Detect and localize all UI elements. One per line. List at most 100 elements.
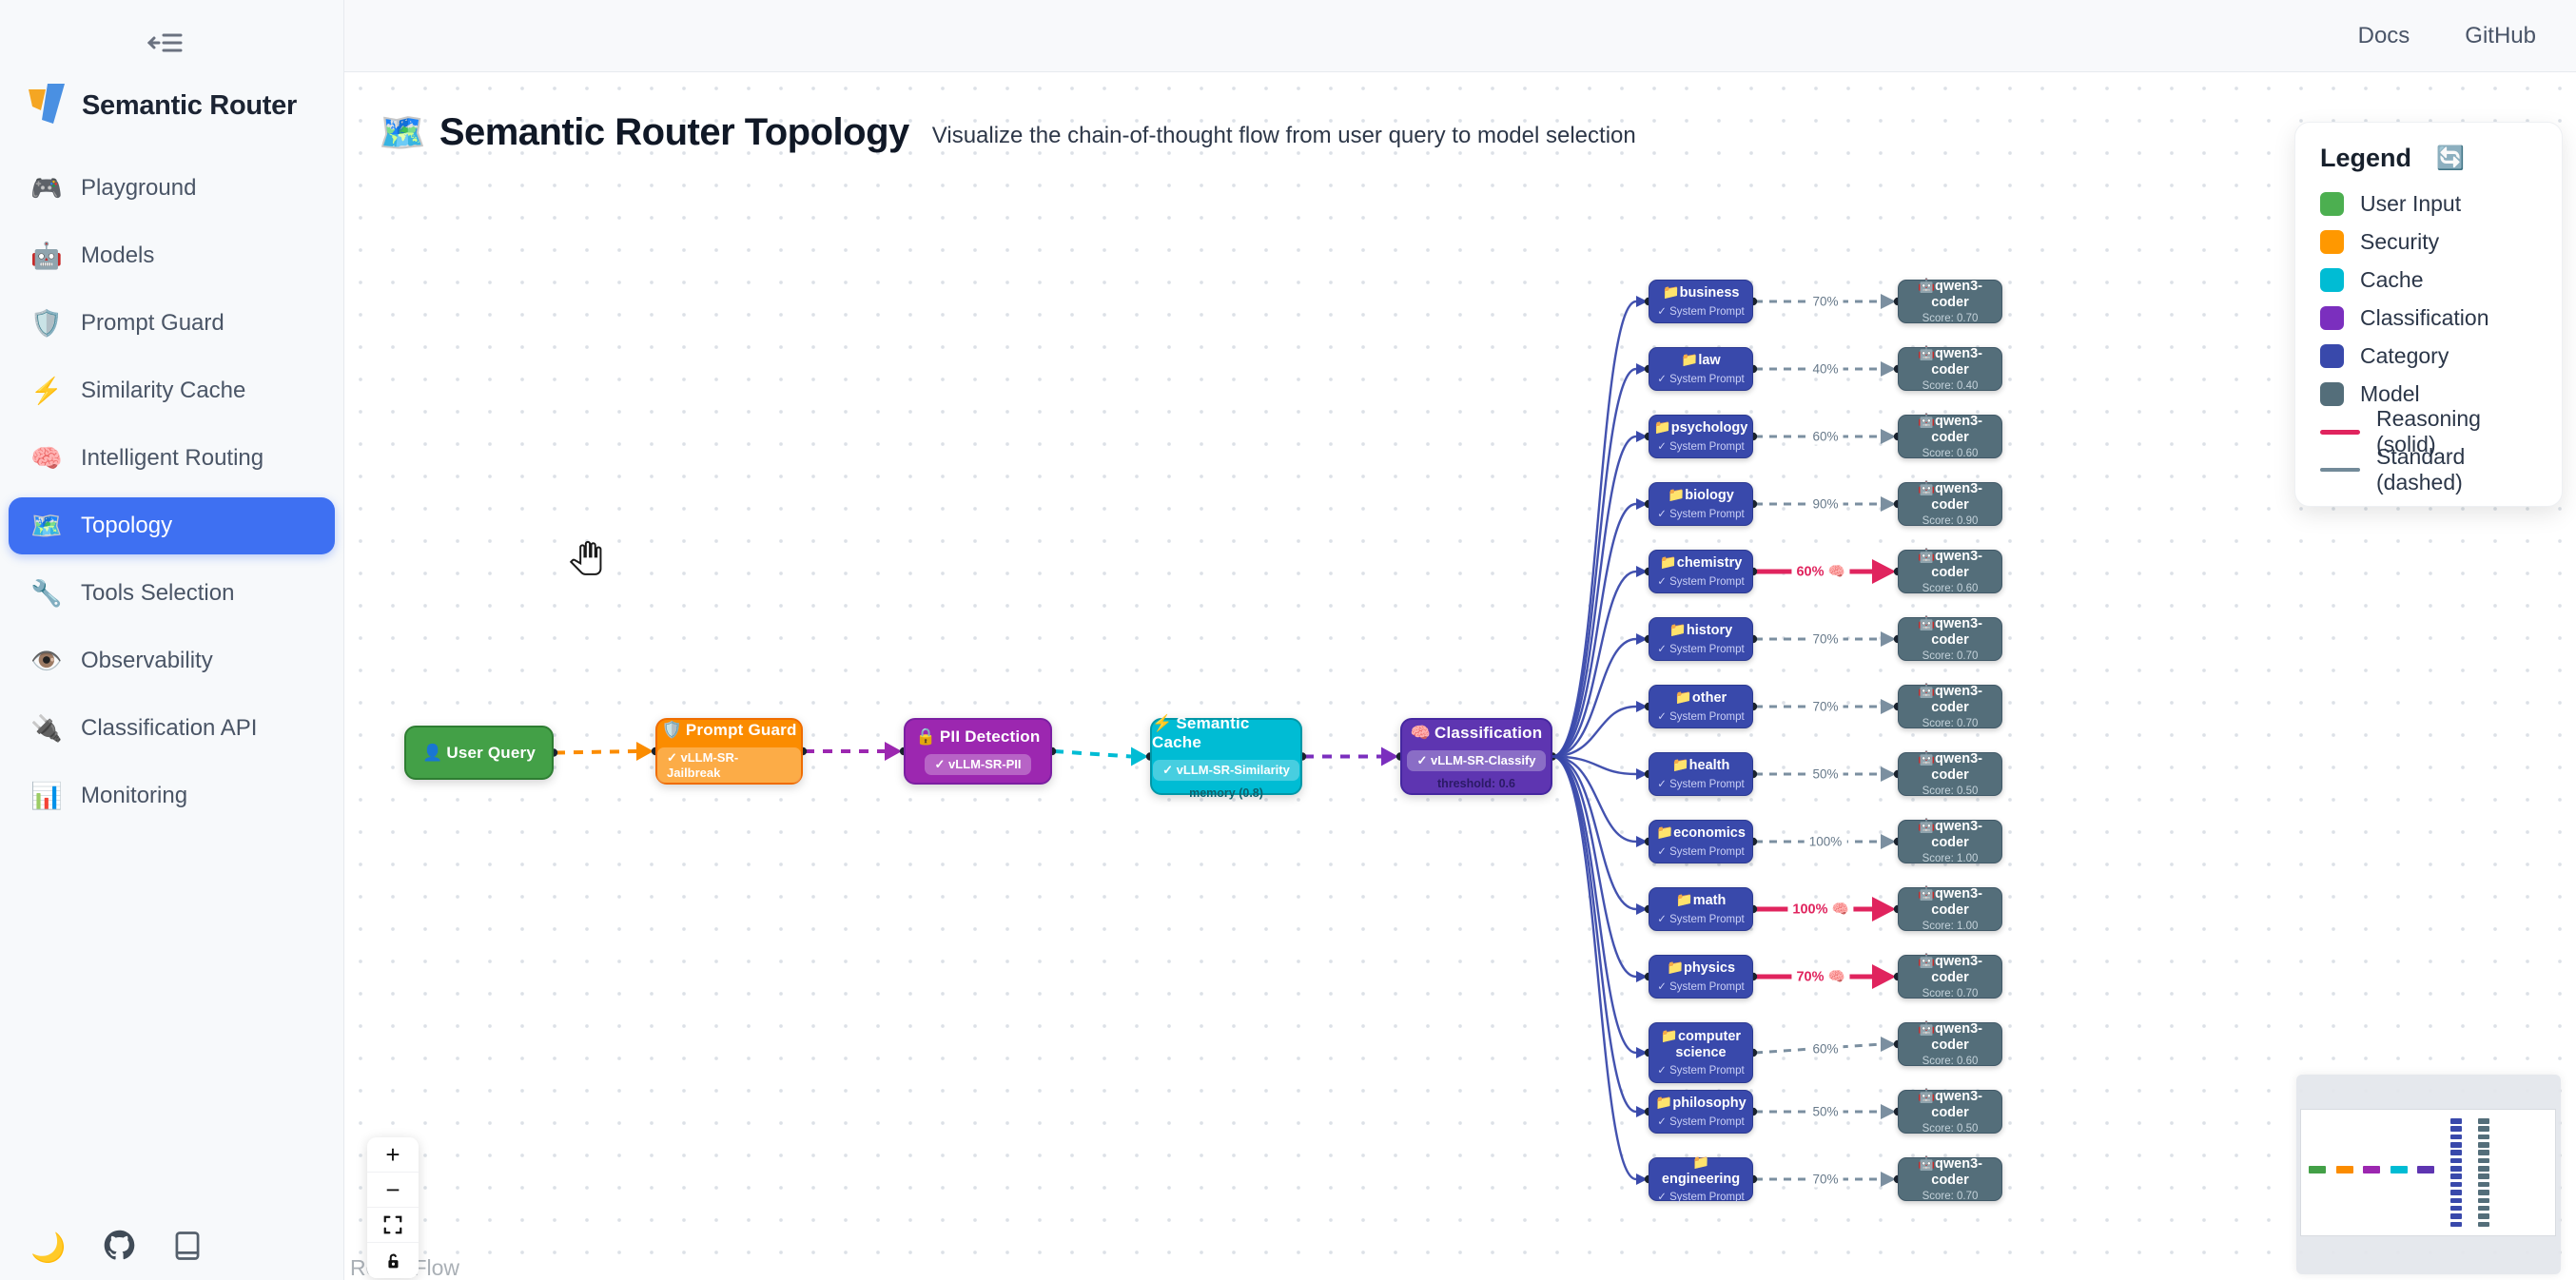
sidebar-item-intelligent-routing[interactable]: 🧠Intelligent Routing [9,430,335,487]
category-node-math[interactable]: 📁math✓ System Prompt [1649,887,1753,931]
category-subtext: ✓ System Prompt [1657,643,1745,655]
model-title: 🤖qwen3-coder [1917,819,1982,850]
sidebar: Semantic Router 🎮Playground 🤖Models 🛡️Prom… [0,0,344,1280]
brand-name: Semantic Router [82,90,297,121]
sidebar-item-playground[interactable]: 🎮Playground [9,160,335,217]
unlock-icon [388,1253,399,1268]
category-node-engineering[interactable]: 📁engineering✓ System Prompt [1649,1155,1753,1203]
model-score: Score: 0.50 [1922,785,1979,797]
category-node-business[interactable]: 📁business✓ System Prompt [1649,280,1753,323]
node-pii-detection[interactable]: 🔒PII Detection✓ vLLM-SR-PII [904,718,1052,785]
model-title: 🤖qwen3-coder [1917,616,1982,648]
sidebar-item-label: Classification API [81,715,258,741]
lock-button[interactable] [367,1243,419,1278]
docs-link[interactable]: Docs [2357,22,2410,48]
minimap-node [2478,1181,2489,1188]
minimap-node [2478,1166,2489,1172]
fit-view-button[interactable] [367,1208,419,1243]
node-user-query[interactable]: 👤User Query [404,726,554,780]
classification-icon: 🧠 [1410,723,1432,742]
legend-label: Security [2360,228,2440,254]
robot-icon: 🤖 [1917,616,1936,632]
folder-icon: 📁 [1691,1155,1710,1172]
zoom-out-button[interactable]: − [367,1173,419,1208]
sidebar-item-prompt-guard[interactable]: 🛡️Prompt Guard [9,295,335,352]
minimap[interactable] [2296,1075,2561,1274]
flow-canvas[interactable] [344,72,2576,1280]
category-title: 📁business [1662,285,1740,301]
model-title: 🤖qwen3-coder [1917,751,1982,783]
edge-label: 70% [1807,630,1844,648]
monitoring-icon: 📊 [30,782,63,810]
sidebar-item-models[interactable]: 🤖Models [9,227,335,284]
legend-item: Reasoning (solid) [2320,406,2537,456]
refresh-icon[interactable]: 🔄 [2436,145,2465,171]
node-title: 🛡️Prompt Guard [661,720,797,739]
category-node-biology[interactable]: 📁biology✓ System Prompt [1649,482,1753,526]
category-node-history[interactable]: 📁history ✓ System Prompt [1649,617,1753,661]
category-title: 📁chemistry [1659,555,1743,572]
zoom-in-button[interactable]: + [367,1137,419,1173]
sidebar-item-monitoring[interactable]: 📊Monitoring [9,767,335,824]
model-score: Score: 1.00 [1922,852,1979,864]
legend-swatch [2320,381,2344,406]
category-subtext: ✓ System Prompt [1657,778,1745,790]
category-node-computer-science[interactable]: 📁computer science✓ System Prompt [1649,1022,1753,1083]
robot-icon: 🤖 [1917,751,1936,767]
category-node-health[interactable]: 📁health✓ System Prompt [1649,752,1753,796]
github-icon-button[interactable] [104,1230,135,1267]
folder-icon: 📁 [1671,758,1689,774]
sidebar-item-similarity-cache[interactable]: ⚡Similarity Cache [9,362,335,419]
category-node-philosophy[interactable]: 📁philosophy✓ System Prompt [1649,1090,1753,1134]
category-node-other[interactable]: 📁other✓ System Prompt [1649,685,1753,728]
intelligent-routing-icon: 🧠 [30,444,63,473]
minimap-node [2450,1142,2462,1148]
sidebar-item-label: Playground [81,175,197,201]
minimap-node [2478,1205,2489,1212]
folder-icon: 📁 [1653,420,1671,436]
category-node-economics[interactable]: 📁economics✓ System Prompt [1649,820,1753,863]
dark-mode-toggle-moon-icon[interactable]: 🌙 [30,1232,67,1264]
node-prompt-guard[interactable]: 🛡️Prompt Guard ✓ vLLM-SR-Jailbreak [655,718,803,785]
user-query-icon: 👤 [421,743,443,762]
node-badge: ✓ vLLM-SR-Jailbreak [657,747,801,783]
robot-icon: 🤖 [1917,346,1936,362]
sidebar-item-classification-api[interactable]: 🔌Classification API [9,700,335,757]
sidebar-item-topology[interactable]: 🗺️Topology [9,497,335,554]
category-node-chemistry[interactable]: 📁chemistry✓ System Prompt [1649,550,1753,593]
fit-view-icon [383,1215,402,1234]
sidebar-item-tools-selection[interactable]: 🔧Tools Selection [9,565,335,622]
category-node-psychology[interactable]: 📁psychology✓ System Prompt [1649,415,1753,458]
minimap-node [2309,1166,2326,1173]
legend-item: Model [2320,375,2537,413]
docs-book-button[interactable] [173,1231,202,1267]
page-header: 🗺️ Semantic Router Topology Visualize th… [379,110,1636,155]
category-title: 📁history [1669,623,1733,639]
legend-title: Legend [2320,144,2412,172]
node-badge: ✓ vLLM-SR-Classify [1407,749,1546,771]
category-node-law[interactable]: 📁law✓ System Prompt [1649,347,1753,391]
sidebar-item-observability[interactable]: 👁️Observability [9,632,335,689]
semantic-cache-icon: ⚡ [1152,713,1173,732]
category-node-physics[interactable]: 📁physics✓ System Prompt [1649,955,1753,999]
model-title: 🤖qwen3-coder [1917,279,1982,310]
github-link[interactable]: GitHub [2465,22,2536,48]
edge-label: 70% [1807,698,1844,715]
collapse-sidebar-button[interactable] [143,25,188,63]
